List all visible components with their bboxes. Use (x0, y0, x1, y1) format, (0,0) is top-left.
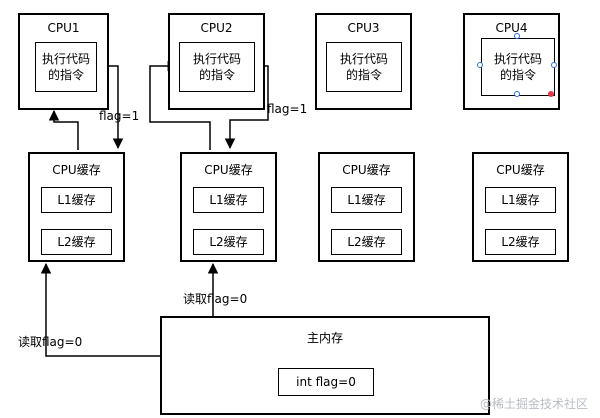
resize-handle-corner[interactable] (548, 91, 554, 97)
resize-handle-top[interactable] (514, 33, 520, 39)
read-label-left: 读取flag=0 (18, 335, 83, 349)
cache4-l2: L2缓存 (485, 229, 556, 255)
main-memory-title: 主内存 (306, 331, 343, 345)
read-label-middle: 读取flag=0 (183, 292, 248, 306)
cpu-cache-4: CPU缓存 L1缓存 L2缓存 (472, 152, 569, 262)
cache2-title: CPU缓存 (204, 163, 253, 177)
watermark: @稀土掘金技术社区 (479, 397, 588, 411)
main-memory-box: 主内存 int flag=0 (160, 316, 490, 415)
cpu3-label: CPU3 (347, 21, 380, 35)
cpu1-to-cache1-flag-arrow (108, 65, 124, 150)
cpu4-label: CPU4 (495, 21, 528, 35)
cache1-l1: L1缓存 (41, 187, 112, 213)
cpu4-box: CPU4 执行代码 的指令 (463, 13, 560, 110)
cpu2-box: CPU2 执行代码 的指令 (168, 13, 265, 110)
resize-handle-bottom[interactable] (514, 91, 520, 97)
cpu2-instruction-block: 执行代码 的指令 (179, 42, 255, 92)
resize-handle-right[interactable] (551, 62, 557, 68)
flag-write-label-1: flag=1 (99, 109, 140, 123)
cpu1-box: CPU1 执行代码 的指令 (18, 13, 109, 110)
cpu-cache-3: CPU缓存 L1缓存 L2缓存 (318, 152, 415, 262)
cache3-title: CPU缓存 (342, 163, 391, 177)
cache4-title: CPU缓存 (496, 163, 545, 177)
cpu1-instruction-block: 执行代码 的指令 (35, 42, 97, 92)
cpu1-label: CPU1 (47, 21, 80, 35)
cache2-l1: L1缓存 (193, 187, 264, 213)
cache1-to-cpu1-arrow (48, 109, 79, 150)
cache4-l1: L1缓存 (485, 187, 556, 213)
cpu4-instruction-block[interactable]: 执行代码 的指令 (481, 38, 555, 96)
cpu3-box: CPU3 执行代码 的指令 (315, 13, 412, 110)
cache1-l2: L2缓存 (41, 229, 112, 255)
resize-handle-left[interactable] (477, 62, 483, 68)
cpu-cache-1: CPU缓存 L1缓存 L2缓存 (28, 152, 125, 262)
flag-variable-box: int flag=0 (278, 368, 374, 396)
cpu3-instruction-block: 执行代码 的指令 (326, 42, 402, 92)
flag-write-label-2: flag=1 (267, 102, 308, 116)
cache3-l2: L2缓存 (331, 229, 402, 255)
cache3-l1: L1缓存 (331, 187, 402, 213)
memory-to-cache1-arrow (40, 262, 160, 357)
cpu2-label: CPU2 (200, 21, 233, 35)
cache1-title: CPU缓存 (52, 163, 101, 177)
cache2-l2: L2缓存 (193, 229, 264, 255)
cache2-to-cpu2-arrow (149, 60, 211, 150)
cpu-cache-2: CPU缓存 L1缓存 L2缓存 (180, 152, 277, 262)
